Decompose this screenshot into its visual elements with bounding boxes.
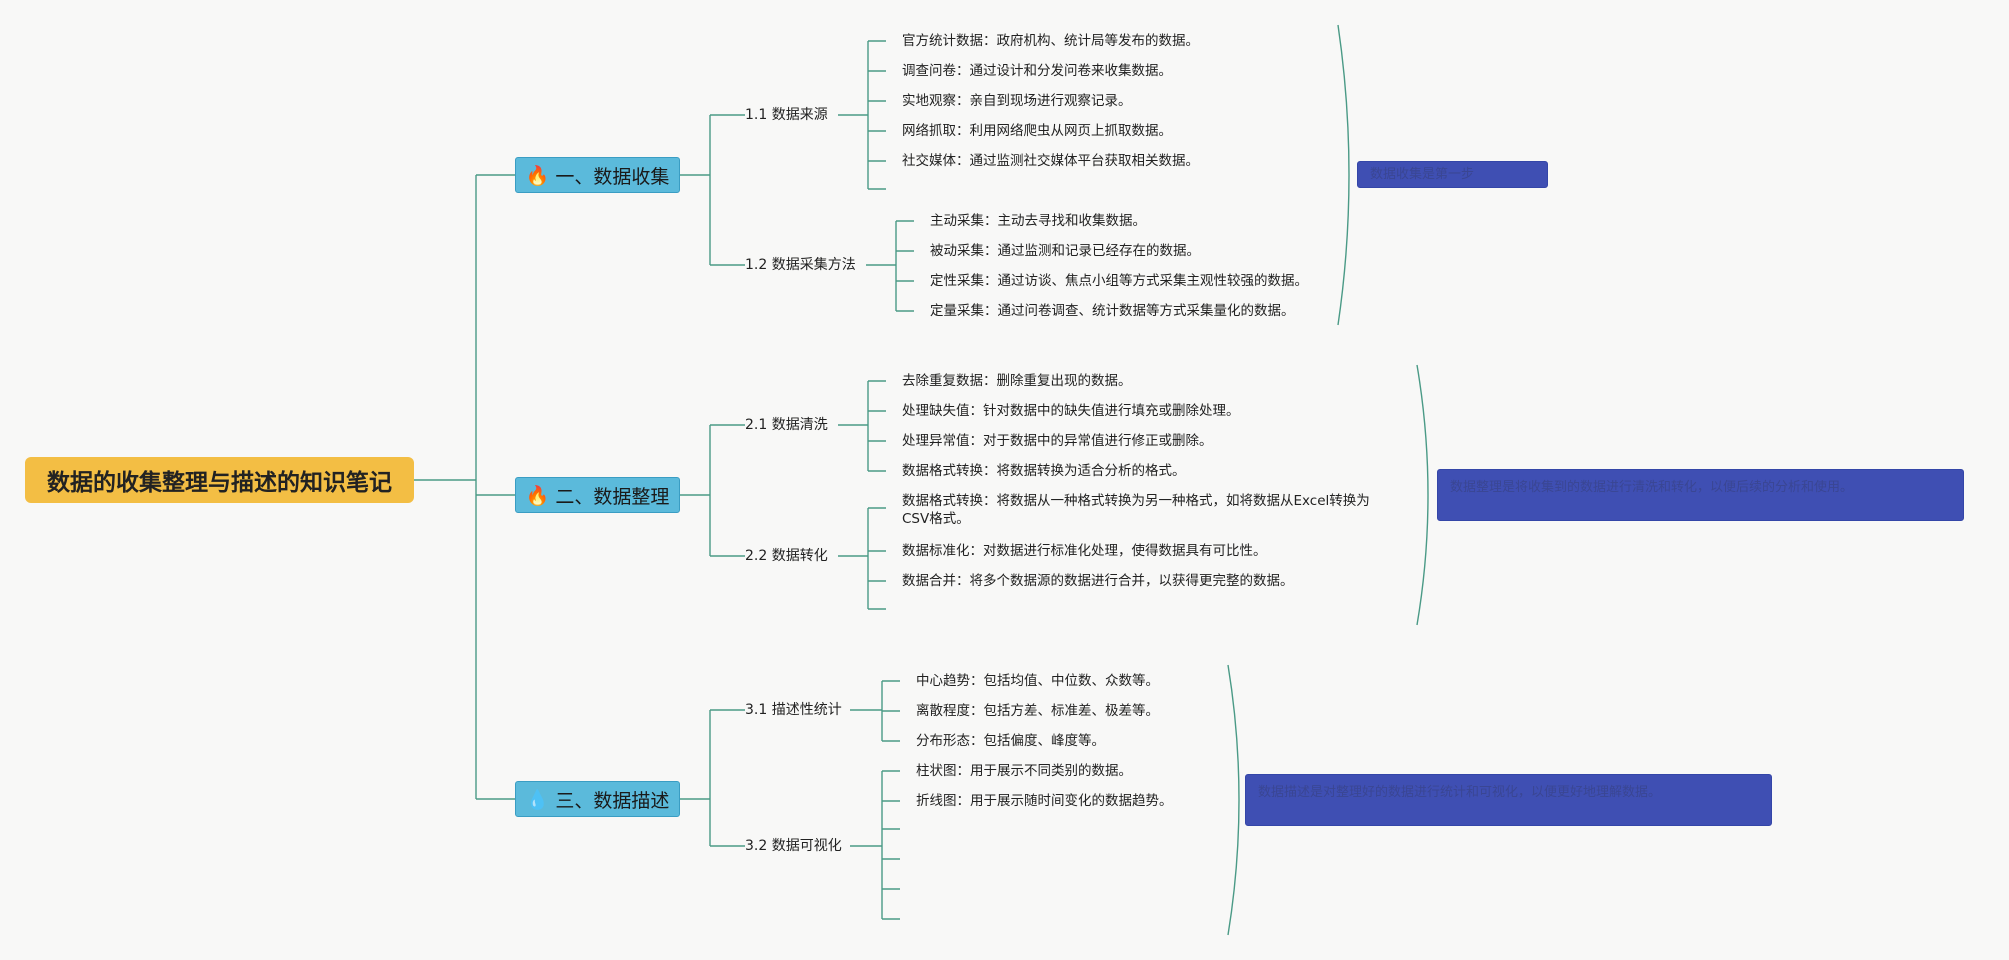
leaf-item[interactable]: 数据格式转换：将数据从一种格式转换为另一种格式，如将数据从Excel转换为CSV… [902,493,1370,527]
branch-data-collection[interactable]: 🔥 一、数据收集 [515,157,680,193]
sub-topic-data-visualization[interactable]: 3.2 数据可视化 [745,838,842,854]
sub-topic-data-transformation[interactable]: 2.2 数据转化 [745,548,828,564]
leaf-item[interactable]: 处理异常值：对于数据中的异常值进行修正或删除。 [902,433,1213,449]
fire-icon: 🔥 [525,164,550,187]
leaf-item[interactable]: 折线图：用于展示随时间变化的数据趋势。 [916,793,1173,809]
root-topic[interactable]: 数据的收集整理与描述的知识笔记 [25,457,414,503]
leaf-item[interactable]: 定性采集：通过访谈、焦点小组等方式采集主观性较强的数据。 [930,273,1308,289]
branch-data-description[interactable]: 💧 三、数据描述 [515,781,680,817]
sub-topic-data-cleaning[interactable]: 2.1 数据清洗 [745,417,828,433]
fire-icon: 🔥 [525,484,550,507]
leaf-item[interactable]: 处理缺失值：针对数据中的缺失值进行填充或删除处理。 [902,403,1240,419]
leaf-item[interactable]: 离散程度：包括方差、标准差、极差等。 [916,703,1159,719]
drop-icon: 💧 [525,788,550,811]
leaf-item[interactable]: 去除重复数据：删除重复出现的数据。 [902,373,1132,389]
summary-brace [1337,24,1350,326]
leaf-item[interactable]: 社交媒体：通过监测社交媒体平台获取相关数据。 [902,153,1199,169]
sub-topic-data-sources[interactable]: 1.1 数据来源 [745,107,828,123]
leaf-item[interactable]: 数据合并：将多个数据源的数据进行合并，以获得更完整的数据。 [902,573,1294,589]
leaf-item[interactable]: 调查问卷：通过设计和分发问卷来收集数据。 [902,63,1172,79]
leaf-item[interactable]: 柱状图：用于展示不同类别的数据。 [916,763,1132,779]
branch-title: 三、数据描述 [555,789,670,812]
leaf-item[interactable]: 官方统计数据：政府机构、统计局等发布的数据。 [902,33,1199,49]
leaf-item[interactable]: 数据格式转换：将数据转换为适合分析的格式。 [902,463,1186,479]
branch-title: 二、数据整理 [555,485,670,508]
leaf-item[interactable]: 主动采集：主动去寻找和收集数据。 [930,213,1146,229]
sub-topic-collection-methods[interactable]: 1.2 数据采集方法 [745,257,856,273]
leaf-item[interactable]: 网络抓取：利用网络爬虫从网页上抓取数据。 [902,123,1172,139]
summary-brace [1227,664,1240,936]
summary-brace [1416,364,1429,626]
summary-box-description[interactable]: 数据描述是对整理好的数据进行统计和可视化，以便更好地理解数据。 [1245,774,1772,826]
branch-data-organization[interactable]: 🔥 二、数据整理 [515,477,680,513]
branch-title: 一、数据收集 [555,165,670,188]
leaf-item[interactable]: 定量采集：通过问卷调查、统计数据等方式采集量化的数据。 [930,303,1295,319]
leaf-item[interactable]: 数据标准化：对数据进行标准化处理，使得数据具有可比性。 [902,543,1267,559]
summary-box-organization[interactable]: 数据整理是将收集到的数据进行清洗和转化，以便后续的分析和使用。 [1437,469,1964,521]
summary-box-collection[interactable]: 数据收集是第一步 [1357,161,1548,188]
leaf-item[interactable]: 分布形态：包括偏度、峰度等。 [916,733,1105,749]
leaf-item[interactable]: 中心趋势：包括均值、中位数、众数等。 [916,673,1159,689]
leaf-item[interactable]: 被动采集：通过监测和记录已经存在的数据。 [930,243,1200,259]
sub-topic-descriptive-statistics[interactable]: 3.1 描述性统计 [745,702,842,718]
leaf-item[interactable]: 实地观察：亲自到现场进行观察记录。 [902,93,1132,109]
